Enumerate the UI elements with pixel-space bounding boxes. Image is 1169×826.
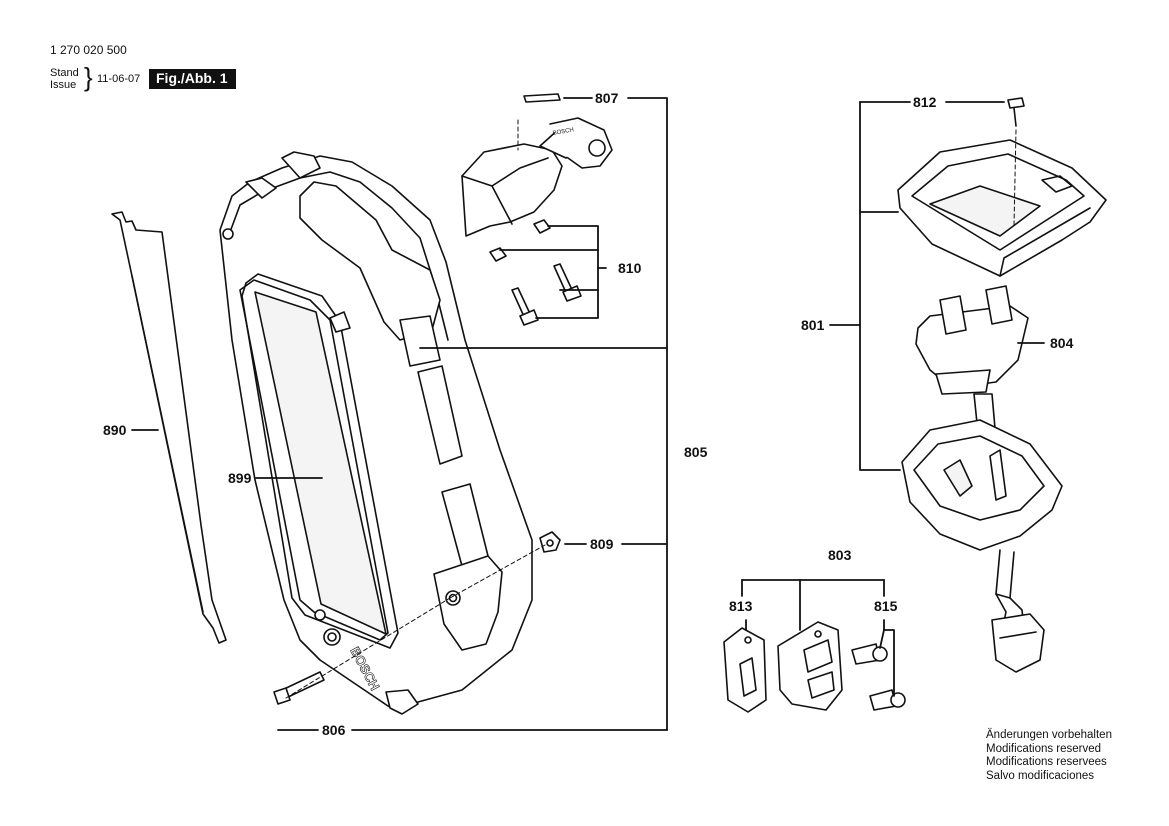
issue-date: 11-06-07: [97, 73, 141, 85]
part-801-mount-lower-housing: [901, 419, 1063, 673]
part-807-lock-and-key: [461, 93, 613, 237]
part-815-screws: [851, 643, 906, 711]
stand-issue-label: Stand Issue: [50, 67, 79, 91]
label-807: 807: [595, 90, 619, 106]
part-890-rail: [111, 211, 227, 644]
figure-label: Fig./Abb. 1: [149, 69, 236, 89]
label-801: 801: [801, 317, 825, 333]
part-810-screws-and-nuts: [489, 219, 582, 326]
notice-de: Änderungen vorbehalten: [986, 729, 1112, 741]
part-805-battery-housing: [219, 151, 533, 715]
leader-lines: [131, 97, 1045, 731]
part-809-nut: [539, 531, 561, 553]
label-809: 809: [590, 536, 614, 552]
notice-en: Modifications reserved: [986, 742, 1102, 755]
stand-label: Stand: [50, 67, 79, 79]
label-803: 803: [828, 547, 852, 563]
label-815: 815: [874, 598, 898, 614]
label-899: 899: [228, 470, 252, 486]
label-890: 890: [103, 422, 127, 438]
notice-es: Salvo modificaciones: [986, 769, 1095, 782]
part-803-slotted-plate: [777, 621, 843, 711]
key-lettering: BOSCH: [552, 127, 574, 137]
label-813: 813: [729, 598, 753, 614]
brace-glyph: }: [84, 62, 93, 92]
label-805: 805: [684, 444, 708, 460]
part-806-long-screw: [273, 544, 546, 705]
label-804: 804: [1050, 335, 1074, 351]
document-number: 1 270 020 500: [50, 43, 127, 57]
label-810: 810: [618, 260, 642, 276]
label-806: 806: [322, 722, 346, 738]
modification-notice: Änderungen vorbehalten Modifications res…: [986, 729, 1112, 783]
label-812: 812: [913, 94, 937, 110]
part-801-mount-upper-housing: [897, 97, 1107, 277]
part-813-clip-plate: [723, 627, 767, 713]
issue-label: Issue: [50, 79, 77, 91]
notice-fr: Modifications reservees: [986, 756, 1107, 768]
